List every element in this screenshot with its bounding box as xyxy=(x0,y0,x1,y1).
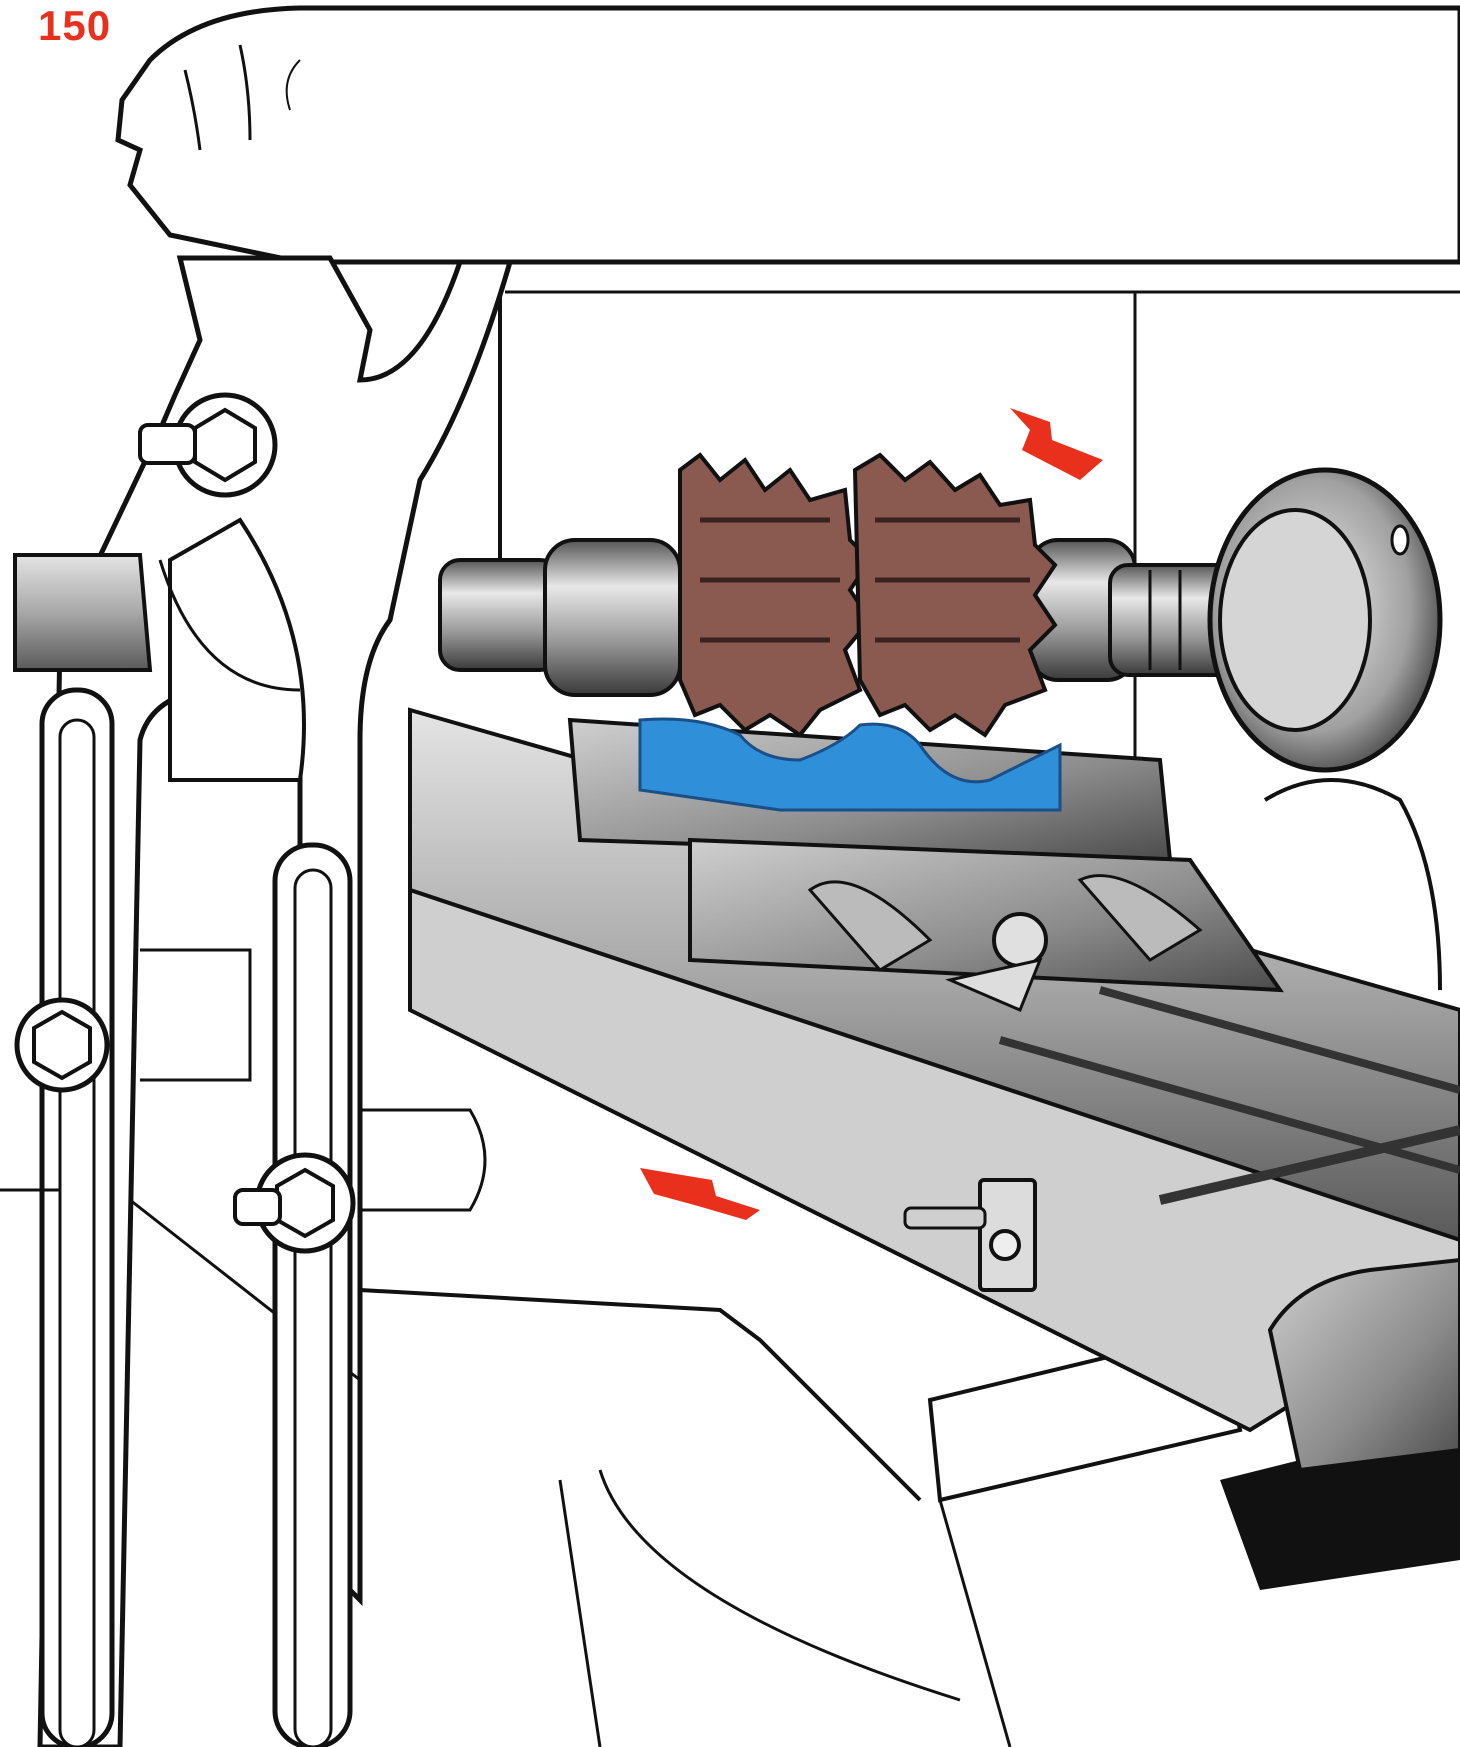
arbor-flange xyxy=(1207,467,1443,991)
brace-link-right xyxy=(272,842,353,1747)
workpiece xyxy=(638,717,1062,812)
milling-cutter-right xyxy=(852,452,1058,738)
hex-nut-right xyxy=(233,1152,356,1254)
hex-nut-top xyxy=(138,392,278,498)
milling-cutter-left xyxy=(678,452,873,738)
figure-number: 150 xyxy=(38,2,112,49)
overarm xyxy=(115,5,1460,265)
hex-nut-left xyxy=(14,997,110,1093)
column xyxy=(498,260,1460,800)
arbor-support-bracket xyxy=(37,255,514,1747)
arrow-down-right-icon xyxy=(1010,408,1103,480)
brace-link-left xyxy=(39,687,115,1747)
arrow-right-icon xyxy=(640,1168,760,1220)
